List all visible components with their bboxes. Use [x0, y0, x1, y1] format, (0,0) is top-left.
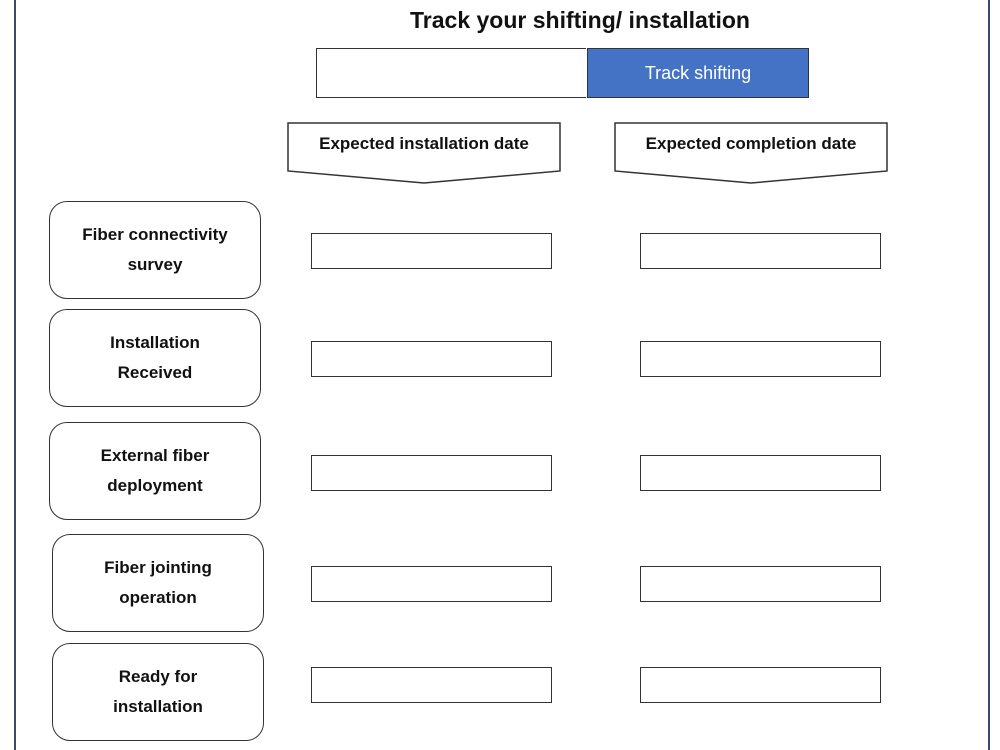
installation-date-field[interactable] [311, 233, 552, 269]
expected-installation-date-header: Expected installation date [287, 122, 561, 186]
expected-completion-date-header: Expected completion date [614, 122, 888, 186]
frame-right-border [988, 0, 990, 750]
step-ready-for-installation: Ready for installation [52, 643, 264, 741]
installation-date-field[interactable] [311, 455, 552, 491]
track-shifting-button[interactable]: Track shifting [587, 48, 809, 98]
header-arrow-shape [614, 122, 888, 184]
completion-date-field[interactable] [640, 566, 881, 602]
step-label: Installation Received [110, 333, 200, 382]
completion-date-field[interactable] [640, 667, 881, 703]
step-external-fiber-deployment: External fiber deployment [49, 422, 261, 520]
step-fiber-jointing-operation: Fiber jointing operation [52, 534, 264, 632]
installation-date-field[interactable] [311, 341, 552, 377]
frame-left-border [14, 0, 16, 750]
header-label: Expected completion date [645, 134, 857, 153]
completion-date-field[interactable] [640, 455, 881, 491]
step-label: Ready for installation [113, 667, 203, 716]
step-installation-received: Installation Received [49, 309, 261, 407]
tracking-input[interactable] [316, 48, 586, 98]
installation-date-field[interactable] [311, 667, 552, 703]
step-fiber-connectivity-survey: Fiber connectivity survey [49, 201, 261, 299]
header-arrow-shape [287, 122, 561, 184]
step-label: Fiber connectivity survey [82, 225, 228, 274]
page-title: Track your shifting/ installation [410, 7, 750, 33]
step-label: External fiber deployment [100, 446, 210, 495]
completion-date-field[interactable] [640, 341, 881, 377]
completion-date-field[interactable] [640, 233, 881, 269]
step-label: Fiber jointing operation [104, 558, 212, 607]
installation-date-field[interactable] [311, 566, 552, 602]
header-label: Expected installation date [319, 134, 529, 153]
